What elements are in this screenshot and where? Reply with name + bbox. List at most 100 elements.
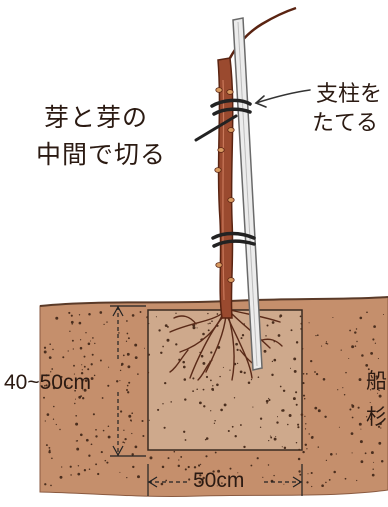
soil-speckle: [350, 432, 354, 435]
soil-speckle: [202, 388, 205, 391]
tree-bud: [227, 277, 235, 283]
soil-speckle: [210, 351, 213, 354]
soil-speckle: [45, 444, 48, 447]
soil-speckle: [295, 403, 298, 406]
width-dimension: [147, 464, 303, 496]
soil-speckle: [52, 418, 55, 420]
soil-speckle: [103, 323, 105, 326]
soil-speckle: [250, 464, 253, 467]
soil-speckle: [180, 455, 183, 458]
soil-speckle: [283, 446, 287, 450]
soil-speckle: [271, 373, 274, 377]
soil-speckle: [155, 316, 157, 318]
soil-speckle: [268, 398, 271, 402]
soil-speckle: [207, 329, 210, 332]
cut-instruction-label-line2: 中間で切る: [36, 140, 167, 169]
soil-speckle: [95, 463, 98, 466]
soil-speckle: [87, 368, 90, 371]
soil-speckle: [45, 374, 48, 377]
soil-speckle: [239, 424, 242, 426]
soil-speckle: [358, 422, 362, 426]
soil-speckle: [361, 354, 364, 357]
soil-speckle: [203, 405, 206, 408]
soil-speckle: [128, 381, 131, 384]
soil-speckle: [90, 363, 93, 366]
soil-speckle: [271, 321, 275, 324]
soil-speckle: [83, 469, 87, 472]
soil-speckle: [127, 391, 130, 394]
soil-speckle: [193, 466, 197, 469]
soil-speckle: [157, 408, 160, 411]
soil-speckle: [275, 435, 277, 438]
soil-speckle: [304, 415, 306, 418]
soil-speckle: [295, 391, 298, 394]
soil-speckle: [295, 341, 299, 344]
soil-speckle: [85, 438, 89, 442]
soil-speckle: [198, 480, 202, 484]
soil-speckle: [351, 345, 355, 349]
soil-speckle: [311, 485, 313, 488]
soil-speckle: [85, 332, 87, 334]
soil-speckle: [269, 435, 271, 437]
soil-speckle: [73, 364, 75, 367]
soil-speckle: [137, 475, 140, 479]
soil-speckle: [62, 356, 65, 359]
soil-speckle: [322, 378, 326, 381]
soil-speckle: [356, 340, 358, 343]
soil-speckle: [162, 403, 164, 405]
soil-speckle: [236, 362, 239, 365]
soil-speckle: [283, 483, 285, 485]
soil-speckle: [305, 373, 308, 375]
soil-speckle: [83, 388, 87, 392]
soil-speckle: [202, 361, 206, 365]
soil-speckle: [325, 481, 327, 484]
soil-speckle: [160, 482, 164, 486]
soil-speckle: [299, 473, 302, 476]
soil-speckle: [119, 369, 122, 372]
soil-speckle: [243, 445, 246, 449]
soil-speckle: [131, 314, 135, 317]
soil-speckle: [259, 417, 263, 420]
soil-speckle: [252, 406, 254, 408]
soil-speckle: [126, 476, 128, 479]
soil-speckle: [306, 448, 308, 450]
soil-speckle: [377, 392, 379, 394]
soil-speckle: [290, 329, 293, 332]
soil-speckle: [125, 388, 129, 392]
soil-speckle: [53, 405, 55, 408]
soil-speckle: [148, 323, 150, 325]
soil-speckle: [298, 448, 301, 451]
soil-speckle: [370, 418, 372, 421]
soil-speckle: [79, 339, 82, 341]
soil-speckle: [122, 441, 125, 444]
soil-speckle: [304, 443, 307, 446]
soil-speckle: [162, 345, 164, 348]
soil-speckle: [51, 368, 54, 370]
soil-speckle: [259, 426, 262, 428]
soil-speckle: [69, 330, 71, 332]
soil-speckle: [102, 429, 105, 432]
soil-speckle: [207, 323, 209, 325]
soil-speckle: [342, 387, 344, 389]
soil-speckle: [50, 484, 52, 487]
soil-speckle: [72, 348, 74, 350]
cut-marker: [194, 114, 238, 142]
soil-speckle: [299, 315, 302, 318]
soil-speckle: [281, 446, 283, 448]
soil-speckle: [130, 420, 132, 422]
soil-speckle: [120, 364, 123, 366]
soil-speckle: [310, 436, 314, 439]
soil-speckle: [273, 474, 275, 477]
soil-speckle: [297, 423, 300, 426]
soil-speckle: [83, 355, 86, 358]
soil-speckle: [304, 428, 307, 430]
soil-speckle: [82, 389, 84, 391]
soil-speckle: [75, 414, 78, 417]
soil-speckle: [297, 457, 301, 461]
planting-pit: [147, 309, 303, 451]
soil-speckle: [126, 320, 128, 322]
tree-bud: [215, 87, 223, 93]
soil-speckle: [332, 316, 334, 319]
soil-speckle: [123, 442, 126, 444]
soil-speckle: [277, 334, 281, 337]
